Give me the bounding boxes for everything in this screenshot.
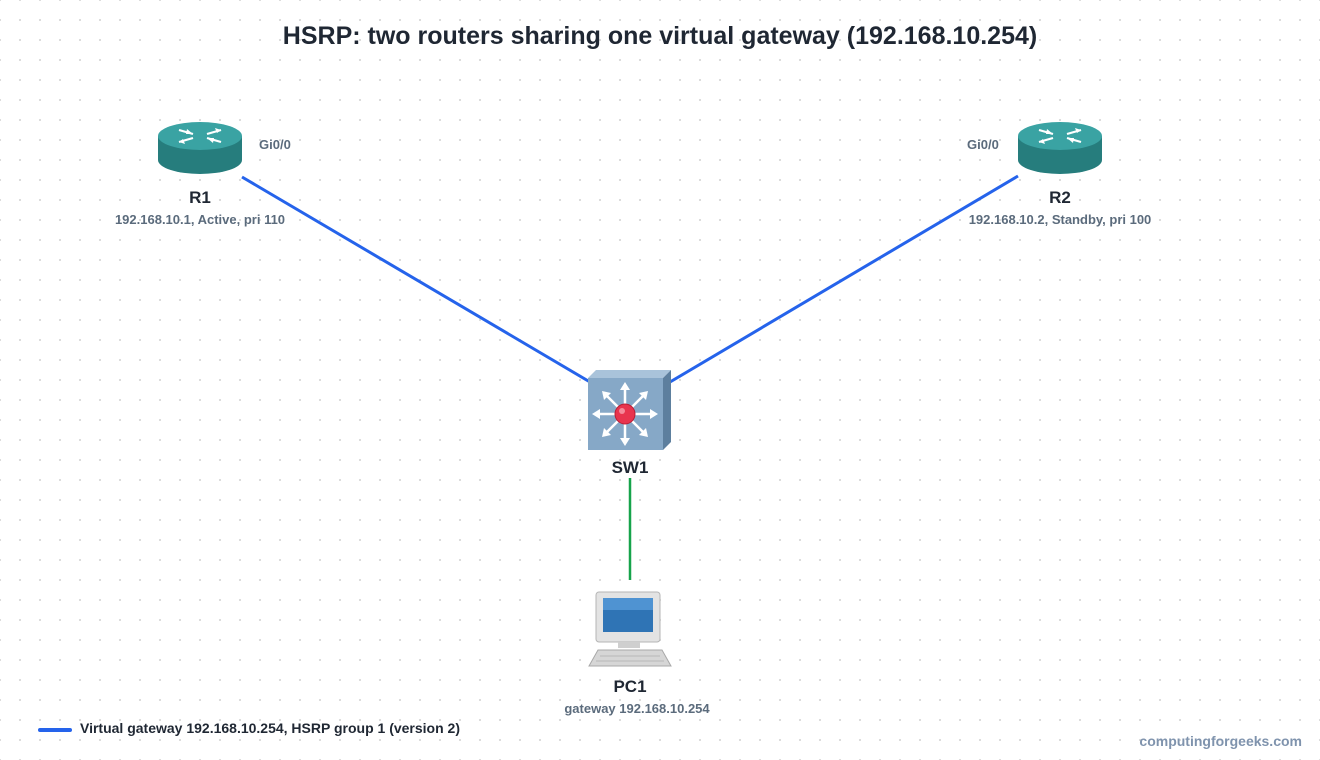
r1-detail: 192.168.10.1, Active, pri 110 xyxy=(114,212,286,227)
sw1-name: SW1 xyxy=(611,458,649,477)
router-icon[interactable] xyxy=(1017,120,1103,176)
diagram-title: HSRP: two routers sharing one virtual ga… xyxy=(282,22,1038,50)
r1-name: R1 xyxy=(189,188,211,207)
layer3-switch-icon[interactable] xyxy=(586,370,672,450)
r2-interface-label: Gi0/0 xyxy=(967,137,999,152)
pc1-detail: gateway 192.168.10.254 xyxy=(564,701,710,716)
legend-swatch xyxy=(38,728,72,732)
watermark-text: computingforgeeks.com xyxy=(1139,733,1302,749)
r2-detail: 192.168.10.2, Standby, pri 100 xyxy=(968,212,1152,227)
r2-name: R2 xyxy=(1049,188,1071,207)
workstation-icon[interactable] xyxy=(588,590,672,668)
pc1-name: PC1 xyxy=(613,677,647,696)
r1-interface-label: Gi0/0 xyxy=(259,137,291,152)
link-r1-sw1 xyxy=(241,175,591,384)
router-icon[interactable] xyxy=(157,120,243,176)
legend-label: Virtual gateway 192.168.10.254, HSRP gro… xyxy=(80,720,460,736)
link-r2-sw1 xyxy=(669,174,1019,384)
